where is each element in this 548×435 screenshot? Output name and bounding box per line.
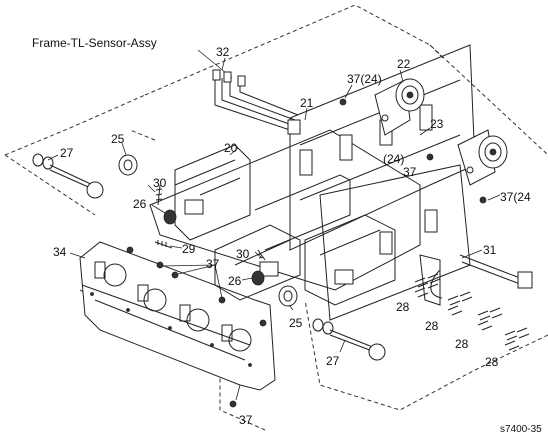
assembly-label: Frame-TL-Sensor-Assy [32,36,157,50]
callout-24-37: (24) [383,152,404,166]
callout-37-24-top: 37(24) [347,72,382,86]
spring-set-28 [414,273,530,351]
callout-25-bottom: 25 [289,316,303,330]
callout-22: 22 [397,57,411,71]
callout-31: 31 [483,243,497,257]
spring-29 [154,240,173,249]
callout-27-left: 27 [60,146,74,160]
side-plate-34 [79,241,276,391]
callout-32: 32 [216,45,230,59]
motor-23 [457,129,508,186]
right-sensor-bracket [319,164,533,321]
callout-37-24-right: 37(24 [500,190,531,204]
callout-28-a: 28 [396,300,410,314]
shaft-27-bottom [312,318,386,361]
callout-30-top: 30 [153,176,167,190]
figure-id: s7400-35 [500,424,542,435]
callout-29: 29 [182,242,196,256]
callout-34: 34 [53,245,67,259]
callout-28-b: 28 [425,319,439,333]
gear-26-mid [251,270,265,286]
callout-28-c: 28 [455,337,469,351]
callout-26-mid: 26 [228,274,242,288]
callout-labels: 32 22 37(24) 21 23 (24) 37 37(24 20 27 2… [53,45,531,427]
callout-37-left: 37 [206,257,220,271]
spring-30-top [155,184,163,206]
callout-23: 23 [430,117,444,131]
shaft-27-left [32,153,104,199]
callout-27-bottom: 27 [326,354,340,368]
gear-26-top [163,209,177,225]
roller-25-left [118,154,138,176]
callout-37-bottom: 37 [239,413,253,427]
leader-lines [47,57,501,401]
callout-25-left: 25 [111,132,125,146]
motor-22 [374,78,425,136]
callout-20: 20 [224,141,238,155]
screw-icon-group [126,98,487,408]
callout-28-d: 28 [485,355,499,369]
roller-25-bottom [278,285,298,307]
callout-37-mid: 37 [403,165,417,179]
callout-30-mid: 30 [236,247,250,261]
callout-21: 21 [300,96,314,110]
assembly-boundary [4,4,548,431]
callout-26-top: 26 [133,197,147,211]
